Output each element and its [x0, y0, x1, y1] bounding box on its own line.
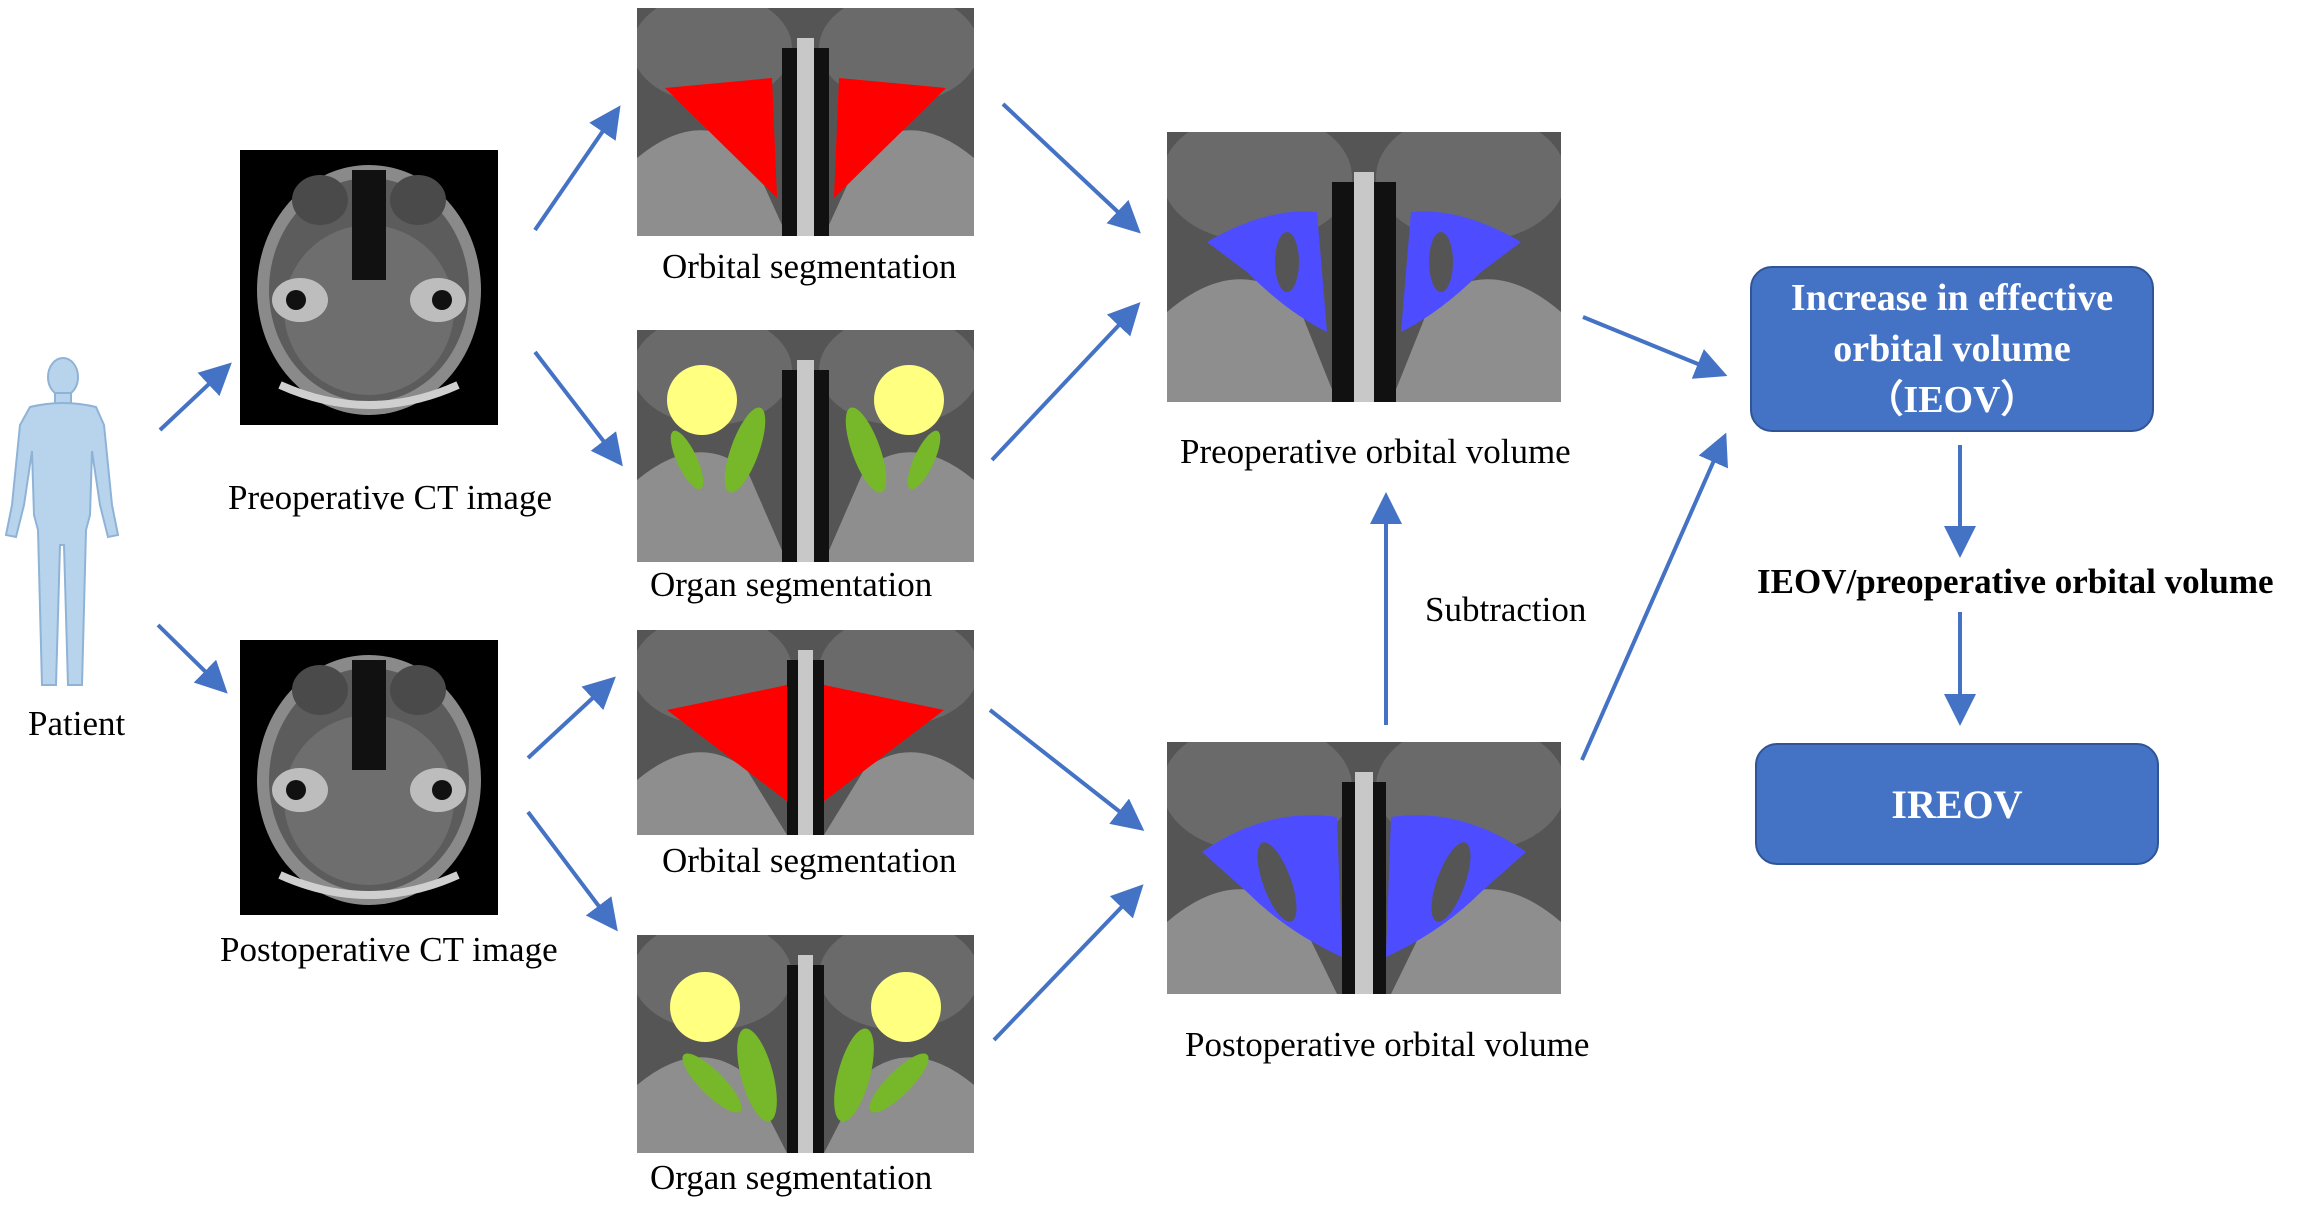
preop-volume-image: [1167, 132, 1561, 402]
ieov-line1: Increase in effective: [1790, 276, 2114, 319]
arrow-postop-to-organ: [526, 810, 618, 932]
subtraction-label: Subtraction: [1425, 590, 1587, 629]
postop-ct-label: Postoperative CT image: [220, 930, 558, 969]
arrow-preop-to-organ: [533, 350, 623, 467]
arrow-preop-to-orbital: [533, 105, 621, 232]
preop-orbital-seg-label: Orbital segmentation: [662, 247, 957, 286]
preop-orbital-seg-image: [637, 8, 974, 236]
arrow-postorgan-to-postvol: [992, 884, 1144, 1042]
ireov-box: IREOV: [1755, 743, 2159, 865]
arrow-orbital-to-prevol: [1001, 102, 1141, 234]
preop-volume-label: Preoperative orbital volume: [1180, 432, 1571, 471]
postop-volume-label: Postoperative orbital volume: [1185, 1025, 1590, 1064]
preop-ct-label: Preoperative CT image: [228, 478, 552, 517]
arrow-patient-to-postop: [156, 623, 228, 694]
arrow-postop-to-orbital: [526, 676, 616, 760]
preop-organ-seg-image: [637, 330, 974, 562]
postop-orbital-seg-label: Orbital segmentation: [662, 841, 957, 880]
arrow-postvol-to-ieov: [1580, 432, 1728, 761]
arrow-prevol-to-ieov: [1582, 315, 1728, 379]
ieov-line2: orbital volume: [1833, 327, 2071, 370]
ieov-line3: （IEOV）: [1865, 378, 2039, 421]
postop-volume-image: [1167, 742, 1561, 994]
ratio-label: IEOV/preoperative orbital volume: [1757, 562, 2274, 601]
patient-figure-icon: [4, 357, 120, 686]
postop-orbital-seg-image: [637, 630, 974, 835]
arrow-organ-to-prevol: [990, 302, 1141, 462]
arrow-postorbital-to-postvol: [988, 708, 1145, 831]
patient-label: Patient: [28, 704, 126, 743]
postop-ct-image: [240, 640, 498, 915]
postop-organ-seg-label: Organ segmentation: [650, 1158, 933, 1197]
preop-ct-image: [240, 150, 498, 425]
postop-organ-seg-image: [637, 935, 974, 1153]
preop-organ-seg-label: Organ segmentation: [650, 565, 933, 604]
arrow-patient-to-preop: [158, 362, 232, 432]
ieov-box: Increase in effective orbital volume （IE…: [1750, 266, 2154, 432]
ireov-label: IREOV: [1891, 781, 2023, 827]
